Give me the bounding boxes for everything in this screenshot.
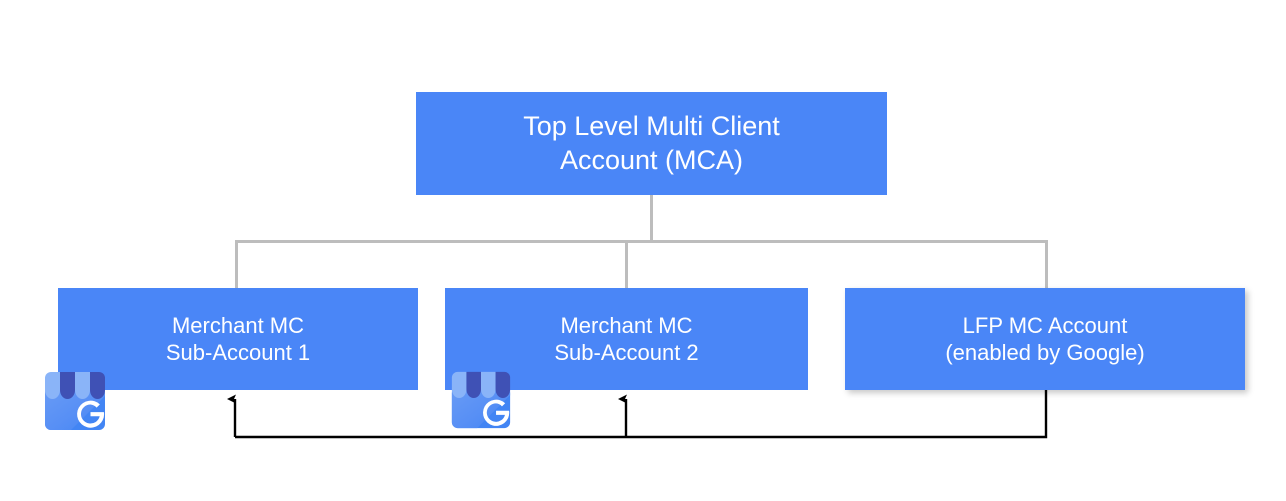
node-top-level-mca-line2: Account (MCA) bbox=[559, 144, 744, 175]
node-merchant-mc-sub-account-1-line2: Sub-Account 1 bbox=[165, 340, 311, 365]
node-top-level-mca[interactable]: Top Level Multi Client Account (MCA) bbox=[416, 92, 887, 195]
node-merchant-mc-sub-account-2-line2: Sub-Account 2 bbox=[554, 340, 699, 365]
google-my-business-icon bbox=[45, 372, 105, 430]
connector-drop-sub-account-2 bbox=[625, 240, 628, 289]
google-my-business-icon bbox=[451, 371, 511, 429]
node-lfp-mc-account[interactable]: LFP MC Account (enabled by Google) bbox=[845, 288, 1245, 390]
node-lfp-mc-account-line1: LFP MC Account bbox=[962, 312, 1128, 338]
node-top-level-mca-line1: Top Level Multi Client bbox=[523, 110, 780, 141]
node-merchant-mc-sub-account-1[interactable]: Merchant MC Sub-Account 1 bbox=[58, 288, 418, 390]
connector-horizontal-bus bbox=[235, 240, 1047, 243]
connector-stem-top-to-bus bbox=[650, 195, 653, 242]
node-merchant-mc-sub-account-1-line1: Merchant MC bbox=[171, 312, 305, 338]
connector-drop-sub-account-1 bbox=[235, 240, 238, 289]
node-lfp-mc-account-line2: (enabled by Google) bbox=[945, 340, 1145, 365]
gmb-letter-g bbox=[77, 400, 105, 428]
node-merchant-mc-sub-account-2-line1: Merchant MC bbox=[560, 312, 693, 338]
connector-drop-lfp-account bbox=[1045, 240, 1048, 289]
